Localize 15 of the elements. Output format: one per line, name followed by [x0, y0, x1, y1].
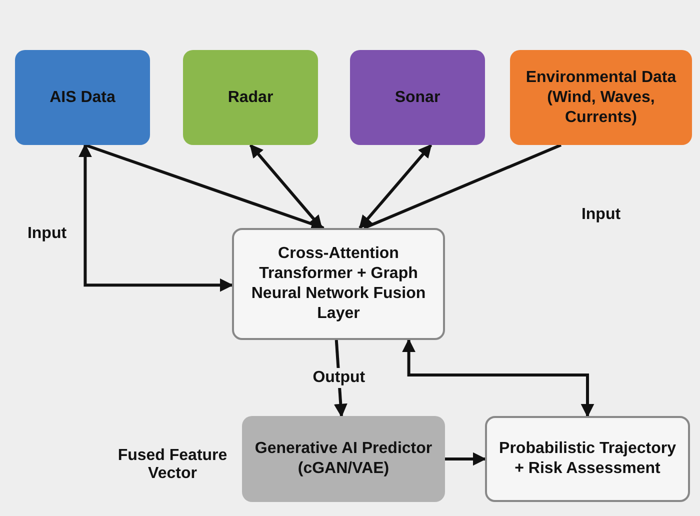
arrow — [445, 452, 486, 466]
process-box: Cross-Attention Transformer + Graph Neural Network Fusion Layer — [232, 228, 445, 340]
arrow — [84, 144, 325, 230]
process-box: Environmental Data (Wind, Waves, Currents) — [510, 50, 692, 145]
annotation-label: Input — [26, 225, 68, 243]
process-box: Probabilistic Trajectory + Risk Assessment — [485, 416, 690, 502]
process-box: Radar — [183, 50, 318, 145]
annotation-label: Input — [580, 206, 622, 224]
process-box: AIS Data — [15, 50, 150, 145]
arrow — [402, 338, 594, 418]
process-box: Generative AI Predictor (cGAN/VAE) — [242, 416, 445, 502]
arrow — [78, 144, 234, 292]
arrow — [358, 144, 432, 230]
annotation-label: Fused Feature Vector — [116, 447, 228, 483]
process-box: Sonar — [350, 50, 485, 145]
